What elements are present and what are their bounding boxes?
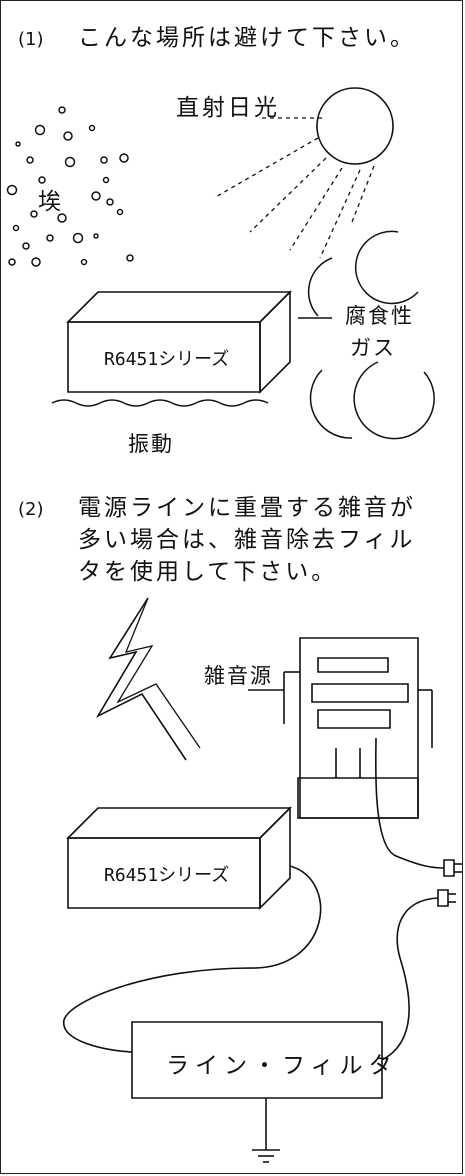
noise-source-label: 雑音源 <box>204 664 273 688</box>
sun-rays <box>214 118 374 258</box>
vibration-label: 振動 <box>128 432 174 456</box>
dust-particles <box>8 107 134 266</box>
sunlight-label: 直射日光 <box>176 95 280 121</box>
line-filter-box <box>132 1022 382 1098</box>
dust-label: 埃 <box>38 189 64 215</box>
device-label-1: R6451シリーズ <box>104 349 230 370</box>
gas-label-line2: ガス <box>350 336 396 360</box>
section1-number: (1) <box>18 29 44 50</box>
device-cord <box>64 866 321 1052</box>
section1-heading: (1) こんな場所は避けて下さい。 <box>18 18 416 52</box>
device-label-2: R6451シリーズ <box>104 865 230 886</box>
plug-icon-2 <box>438 890 456 906</box>
filter-cord <box>382 898 438 1060</box>
ground-icon <box>252 1098 280 1162</box>
noise-source-equipment <box>248 638 432 818</box>
lightning-icon <box>98 598 186 760</box>
device-box-2 <box>68 808 290 908</box>
gas-cloud <box>298 231 434 438</box>
line-filter-label: ライン・フィルタ <box>166 1053 398 1079</box>
plug-icon-1 <box>444 860 462 876</box>
gas-label-line1: 腐食性 <box>345 304 414 328</box>
section2-heading-text-1: 電源ラインに重畳する雑音が <box>78 495 416 521</box>
section2-number: (2) <box>18 499 44 520</box>
equipment-cord <box>376 738 444 868</box>
section2-heading-line1: (2) 電源ラインに重畳する雑音が <box>18 488 416 522</box>
section1-heading-text: こんな場所は避けて下さい。 <box>78 25 416 51</box>
section2-heading-line2: 多い場合は、雑音除去フィル <box>78 527 416 553</box>
device-box-1 <box>68 292 290 392</box>
sun-icon <box>317 88 393 164</box>
vibration-wave <box>52 400 268 406</box>
section2-heading-line3: タを使用して下さい。 <box>78 559 338 585</box>
